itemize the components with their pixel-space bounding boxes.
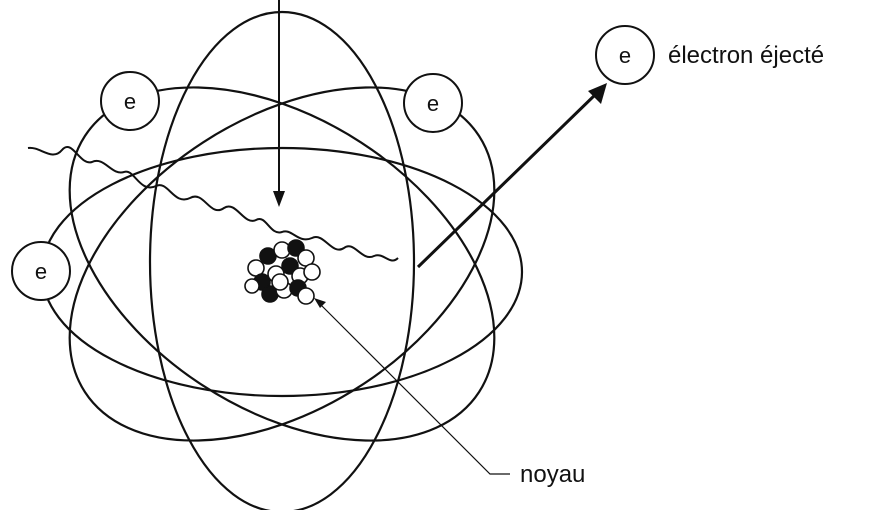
- electron-top-left-symbol: e: [124, 89, 136, 114]
- incident-arrow: [273, 0, 285, 207]
- nucleus-label-pointer: [314, 298, 510, 475]
- orbit-vertical: [148, 10, 416, 510]
- ejected-electron-label: électron éjecté: [668, 42, 824, 69]
- electron-ejected: e: [595, 25, 655, 85]
- orbit-tilted-right: [68, 86, 496, 442]
- nucleus: [244, 239, 321, 305]
- electron-top-right: e: [403, 73, 463, 133]
- electron-top-left: e: [100, 71, 160, 131]
- electron-left: e: [11, 241, 71, 301]
- incoming-photon-wave: [27, 146, 399, 262]
- nucleus-label: noyau: [520, 461, 585, 488]
- electron-left-symbol: e: [35, 259, 47, 284]
- electron-ejected-symbol: e: [619, 43, 631, 68]
- ejection-arrow: [416, 83, 607, 269]
- orbit-tilted-left: [68, 86, 496, 442]
- orbits: [40, 10, 524, 510]
- electron-top-right-symbol: e: [427, 91, 439, 116]
